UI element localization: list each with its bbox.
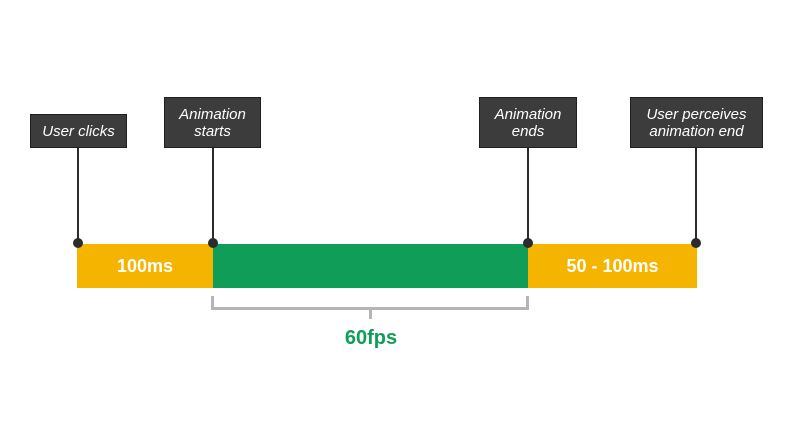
- frame-rate-label: 60fps: [320, 327, 422, 353]
- callout-animation-ends-line-2: ends: [511, 122, 545, 140]
- bracket-center-tick: [369, 307, 372, 319]
- callout-user-clicks-line-1: User clicks: [42, 122, 115, 140]
- marker-dot-animation-starts: [208, 238, 218, 248]
- frame-rate-label-text: 60fps: [344, 327, 398, 349]
- segment-response-time-label: 100ms: [116, 255, 174, 276]
- leader-line-user-clicks: [77, 148, 79, 243]
- leader-line-user-perceives-end: [695, 148, 697, 243]
- callout-user-perceives-end-line-1: User perceives: [646, 105, 747, 123]
- leader-line-animation-ends: [527, 148, 529, 243]
- marker-dot-animation-ends: [523, 238, 533, 248]
- marker-dot-user-perceives-end: [691, 238, 701, 248]
- segment-animation: [213, 244, 528, 288]
- callout-animation-starts-line-2: starts: [194, 122, 231, 140]
- callout-animation-starts-line-1: Animation: [179, 105, 246, 123]
- callout-animation-ends: Animation ends: [479, 97, 577, 148]
- callout-animation-starts: Animation starts: [164, 97, 261, 148]
- callout-user-clicks: User clicks: [30, 114, 127, 148]
- bracket-left-tick: [211, 296, 214, 310]
- callout-user-perceives-end: User perceives animation end: [630, 97, 763, 148]
- callout-user-perceives-end-line-2: animation end: [649, 122, 744, 140]
- callout-animation-ends-line-1: Animation: [494, 105, 562, 123]
- marker-dot-user-clicks: [73, 238, 83, 248]
- bracket-right-tick: [526, 296, 529, 310]
- leader-line-animation-starts: [212, 148, 214, 243]
- segment-perception-time: 50 - 100ms: [528, 244, 697, 288]
- segment-response-time: 100ms: [77, 244, 213, 288]
- segment-perception-time-label: 50 - 100ms: [566, 255, 659, 276]
